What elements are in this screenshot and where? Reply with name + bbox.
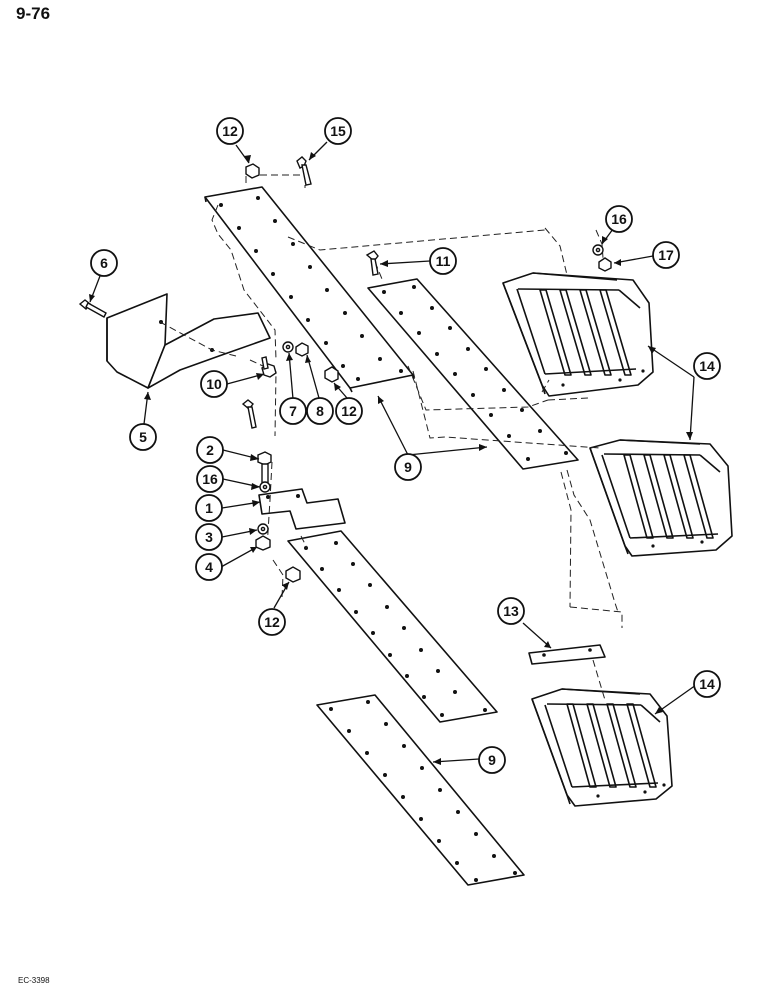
svg-text:17: 17 xyxy=(658,247,674,263)
alignment-lines xyxy=(159,174,623,701)
callout-12-mid: 12 xyxy=(335,397,363,425)
nut-12-lower xyxy=(285,566,301,583)
callouts: 12 15 16 17 6 11 14 10 7 8 12 5 9 14 2 1… xyxy=(90,117,721,774)
page-number: 9-76 xyxy=(16,4,51,23)
bolt-11 xyxy=(365,250,379,276)
bolt-10-upper xyxy=(261,356,277,378)
svg-text:7: 7 xyxy=(289,403,297,419)
callout-2: 2 xyxy=(196,436,224,464)
step-tread-lower xyxy=(531,688,673,807)
arrowheads xyxy=(89,152,693,765)
lower-step-plate xyxy=(287,530,498,723)
callout-14-lower: 14 xyxy=(693,670,721,698)
bolt-10-lower xyxy=(241,399,257,429)
svg-text:13: 13 xyxy=(503,603,519,619)
svg-text:8: 8 xyxy=(316,403,324,419)
callout-12-top: 12 xyxy=(216,117,244,145)
svg-text:14: 14 xyxy=(699,358,715,374)
callout-15: 15 xyxy=(324,117,352,145)
callout-13: 13 xyxy=(497,597,525,625)
mounting-bracket xyxy=(106,293,271,389)
step-tread-middle xyxy=(589,439,733,557)
nut-12-top xyxy=(245,163,260,179)
svg-text:15: 15 xyxy=(330,123,346,139)
callout-11: 11 xyxy=(429,247,457,275)
hardware xyxy=(78,156,612,583)
callout-10: 10 xyxy=(200,370,228,398)
bolt-2 xyxy=(257,451,272,485)
svg-text:9: 9 xyxy=(488,752,496,768)
callout-8: 8 xyxy=(306,397,334,425)
callout-17: 17 xyxy=(652,241,680,269)
small-bracket-plate xyxy=(258,488,346,530)
svg-text:12: 12 xyxy=(264,614,280,630)
nut-12-mid xyxy=(324,366,339,383)
bolt-6 xyxy=(78,299,107,318)
callout-6: 6 xyxy=(90,249,118,277)
svg-text:12: 12 xyxy=(222,123,238,139)
callout-9-upper: 9 xyxy=(394,453,422,481)
nut-17 xyxy=(598,257,612,272)
callout-12-lower: 12 xyxy=(258,608,286,636)
nut-4 xyxy=(255,535,271,551)
callout-9-lower: 9 xyxy=(478,746,506,774)
svg-text:3: 3 xyxy=(205,529,213,545)
svg-text:1: 1 xyxy=(205,500,213,516)
svg-text:2: 2 xyxy=(206,442,214,458)
callout-16: 16 xyxy=(196,465,224,493)
washer-16 xyxy=(259,481,271,493)
callout-14-upper: 14 xyxy=(693,352,721,380)
callout-1: 1 xyxy=(195,494,223,522)
svg-text:16: 16 xyxy=(202,471,218,487)
callout-5: 5 xyxy=(129,423,157,451)
callout-7: 7 xyxy=(279,397,307,425)
washer-16-right xyxy=(592,244,604,256)
step-tread-upper xyxy=(502,272,654,397)
svg-text:14: 14 xyxy=(699,676,715,692)
svg-text:4: 4 xyxy=(205,559,213,575)
washer-7 xyxy=(282,341,294,353)
svg-text:12: 12 xyxy=(341,403,357,419)
svg-text:11: 11 xyxy=(436,253,451,269)
upper-step-plate xyxy=(204,186,415,393)
svg-text:16: 16 xyxy=(611,211,627,227)
svg-text:9: 9 xyxy=(404,459,412,475)
washer-3 xyxy=(257,523,269,535)
callout-3: 3 xyxy=(195,523,223,551)
svg-text:6: 6 xyxy=(100,255,108,271)
svg-text:5: 5 xyxy=(139,429,147,445)
callout-16-right: 16 xyxy=(605,205,633,233)
callout-4: 4 xyxy=(195,553,223,581)
svg-text:10: 10 xyxy=(206,376,222,392)
figure-code: EC-3398 xyxy=(18,976,50,985)
nut-8 xyxy=(295,342,309,357)
bolt-15 xyxy=(296,156,312,186)
spacer-strip xyxy=(528,644,606,665)
bottom-step-plate xyxy=(316,694,525,886)
